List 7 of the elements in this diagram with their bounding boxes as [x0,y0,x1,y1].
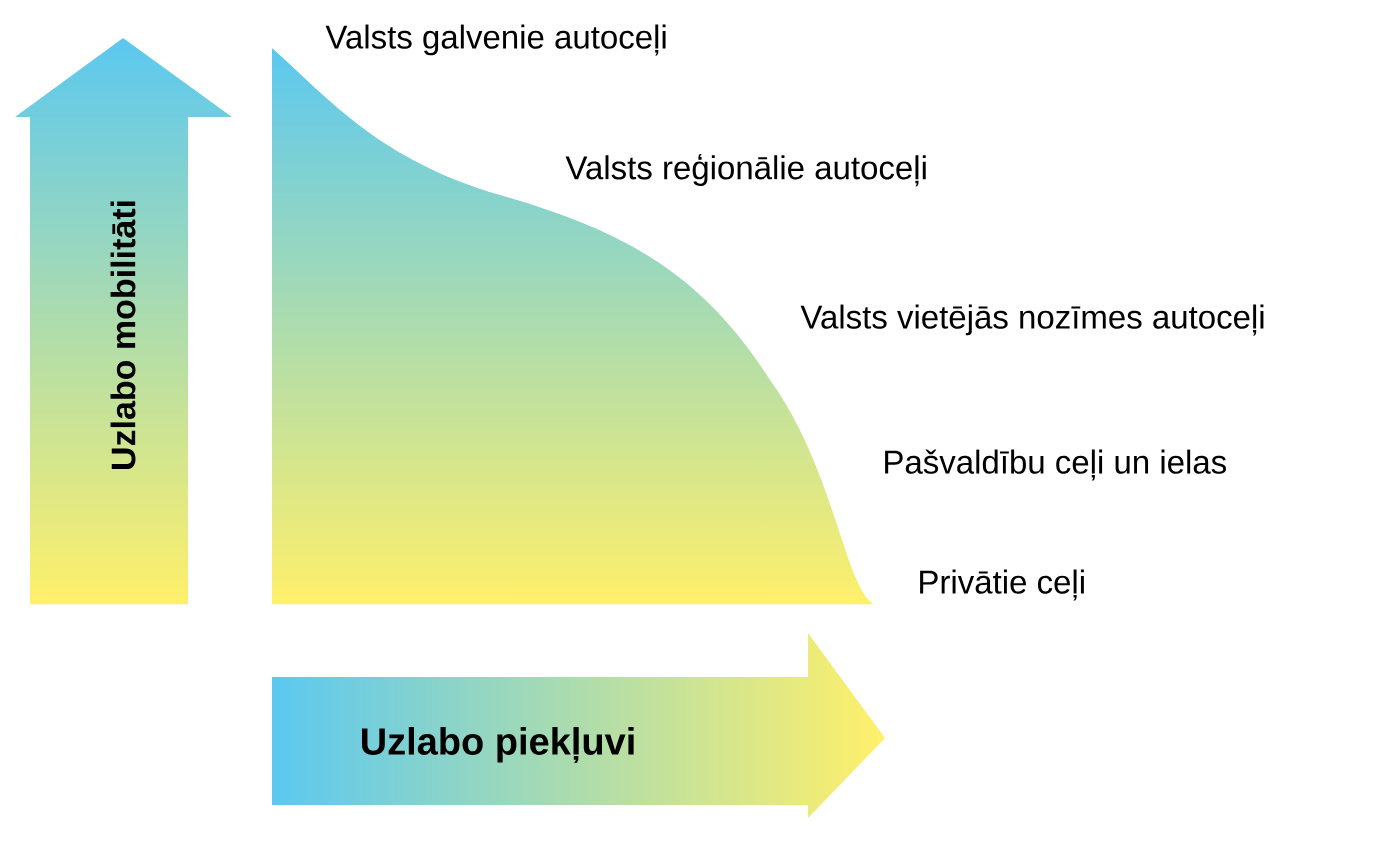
road-label: Pašvaldību ceļi un ielas [885,449,1226,481]
horizontal-arrow: Uzlabo piekļuvi [362,727,634,763]
road-label: Valsts galvenie autoceļi [325,24,666,56]
road-label: Privātie ceļi [920,569,1084,601]
vertical-arrow: Uzlabo mobilitāti [110,201,136,469]
road-label: Valsts reģionālie autoceļi [565,153,926,187]
road-label: Valsts vietējās nozīmes autoceļi [800,304,1264,336]
